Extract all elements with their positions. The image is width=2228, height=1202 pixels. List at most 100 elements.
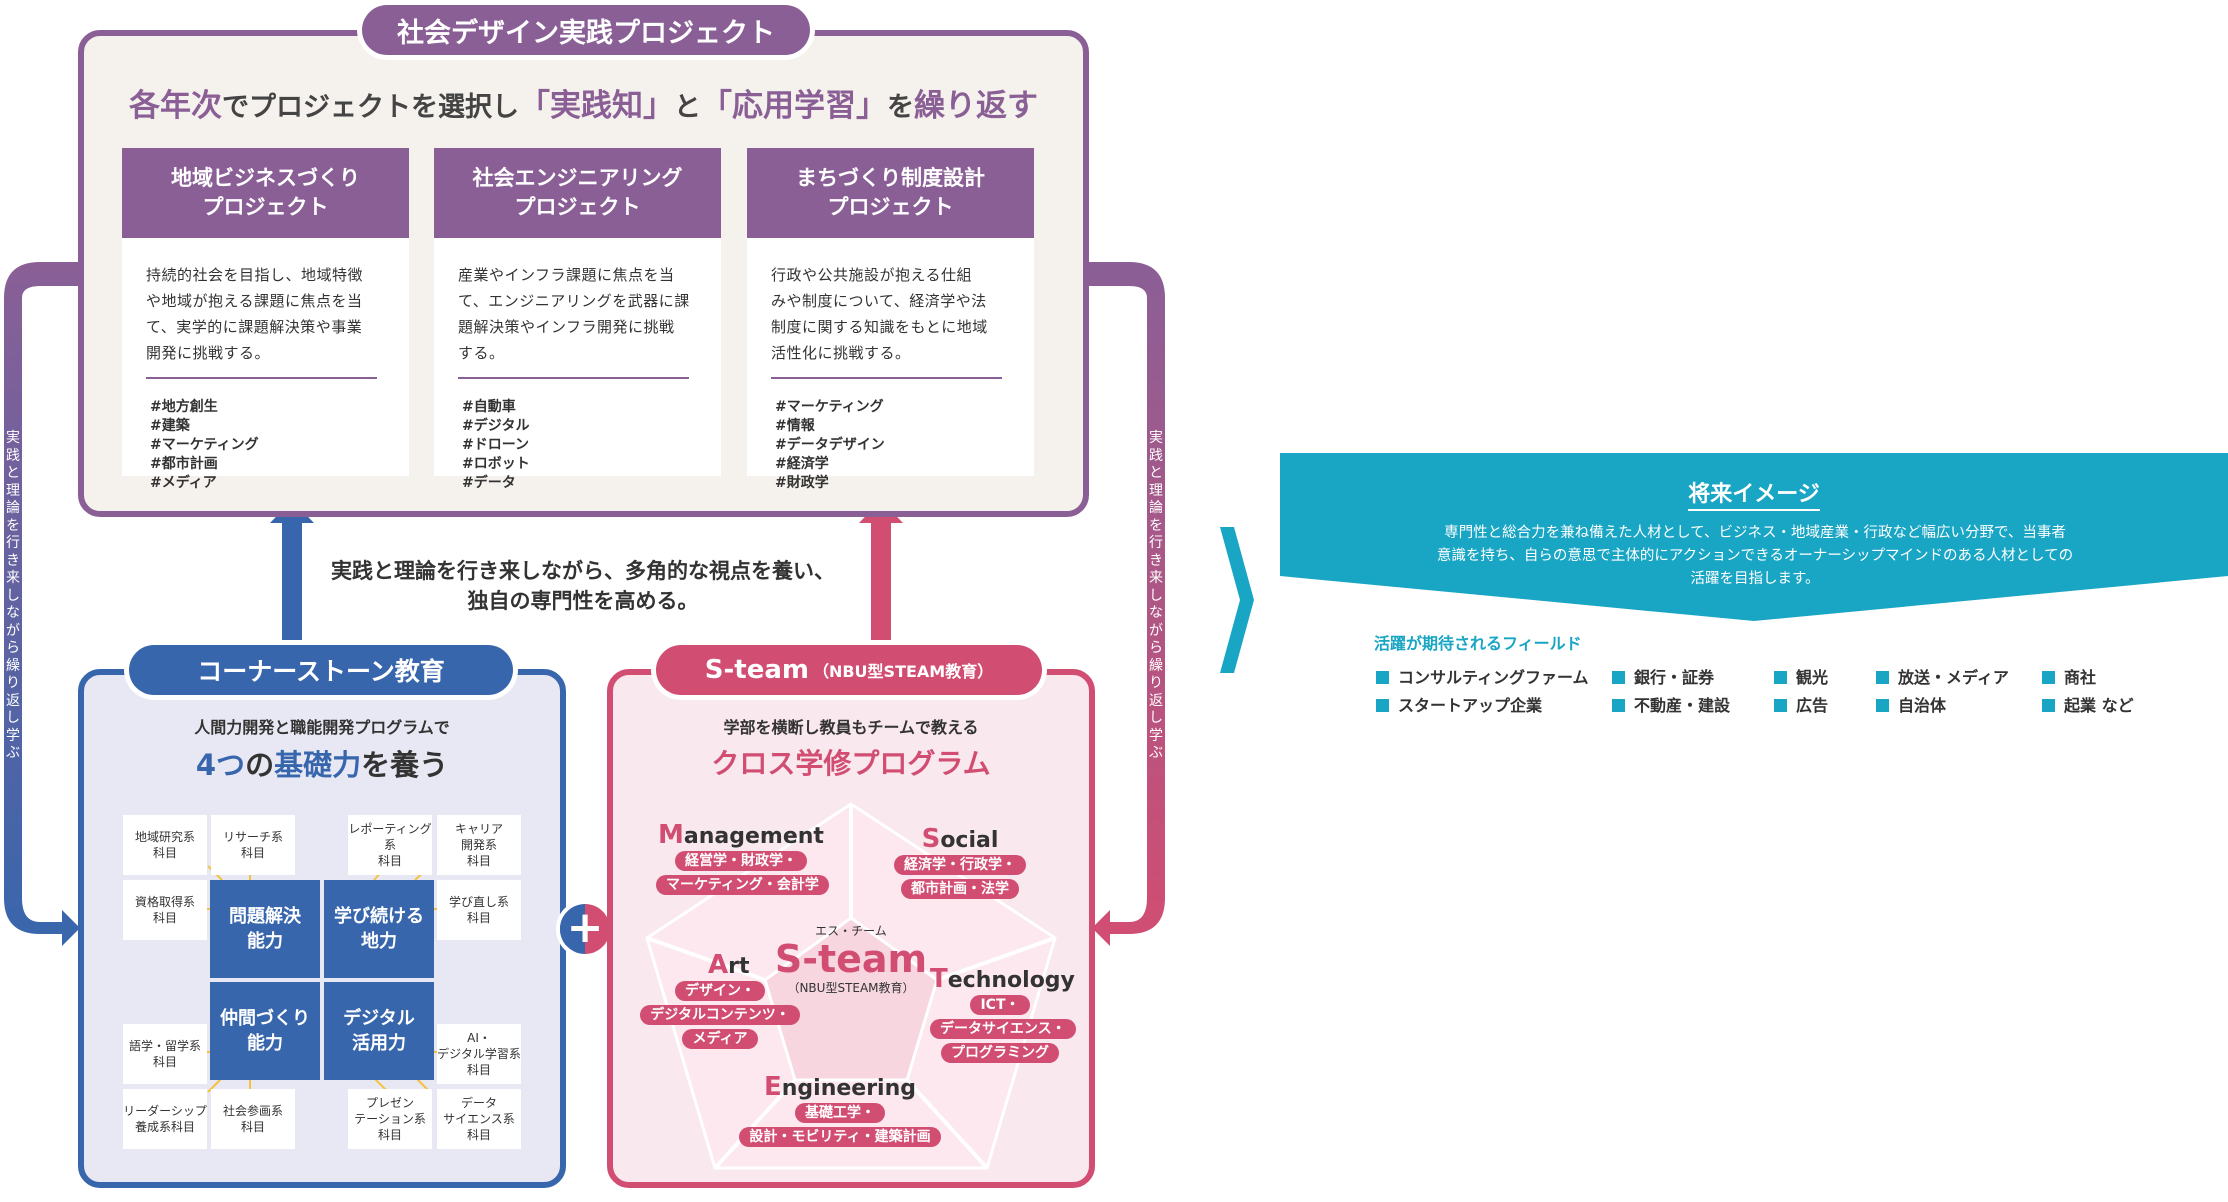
loop-label-char: ら: [6, 640, 20, 656]
subject-research: リサーチ系科目: [211, 815, 295, 875]
teal-chevron-arrow: [1220, 527, 1254, 673]
divider: [458, 377, 689, 379]
core-continuous-learning: 学び続ける地力: [324, 880, 434, 978]
project-card-social-engineering: 社会エンジニアリングプロジェクト 産業やインフラ課題に焦点を当て、エンジニアリン…: [434, 148, 721, 491]
project-card-title: まちづくり制度設計プロジェクト: [747, 148, 1034, 238]
left-loop-label: 実践と理論を行き来しながら繰り返し学ぶ: [3, 430, 23, 763]
loop-label-char: 行: [6, 535, 20, 551]
loop-label-char: し: [6, 587, 20, 604]
loop-label-char: 実: [1149, 430, 1163, 446]
loop-label-char: 論: [1149, 500, 1163, 516]
subject-regional-research: 地域研究系科目: [123, 815, 207, 875]
square-bullet-icon: [1876, 671, 1889, 684]
subject-presentation: プレゼンテーション系科目: [348, 1089, 432, 1149]
expected-fields-col-1: コンサルティングファーム スタートアップ企業: [1376, 664, 1589, 716]
social-design-title: 社会デザイン実践プロジェクト: [362, 5, 810, 55]
loop-label-char: な: [1149, 605, 1163, 621]
loop-label-char: き: [6, 552, 20, 569]
project-card-tags: #地方創生#建築#マーケティング#都市計画#メディア: [150, 399, 259, 491]
loop-label-char: し: [6, 710, 20, 726]
project-card-regional-business: 地域ビジネスづくりプロジェクト 持続的社会を目指し、地域特徴や地域が抱える課題に…: [122, 148, 409, 491]
steam-field-management: Management 経営学・財政学・ マーケティング・会計学: [656, 820, 829, 895]
project-card-description: 行政や公共施設が抱える仕組みや制度について、経済学や法制度に関する知識をもとに地…: [771, 266, 988, 362]
square-bullet-icon: [1612, 699, 1625, 712]
steam-field-social: Social 経済学・行政学・ 都市計画・法学: [890, 824, 1030, 899]
loop-label-char: 理: [6, 482, 20, 499]
expected-fields-col-5: 商社 起業 など: [2042, 664, 2134, 716]
project-card-description: 産業やインフラ課題に焦点を当て、エンジニアリングを武器に課題解決策やインフラ開発…: [458, 266, 690, 362]
loop-label-char: り: [6, 675, 20, 691]
project-card-title: 社会エンジニアリングプロジェクト: [434, 148, 721, 238]
project-card-description: 持続的社会を目指し、地域特徴や地域が抱える課題に焦点を当て、実学的に課題解決策や…: [146, 266, 364, 362]
steam-center: エス・チーム S-team （NBU型STEAM教育）: [774, 924, 928, 995]
subject-leadership: リーダーシップ養成系科目: [123, 1089, 207, 1149]
loop-label-char: 返: [6, 692, 20, 709]
plus-icon: +: [560, 904, 610, 954]
loop-label-char: ぶ: [6, 745, 20, 761]
project-card-town-planning: まちづくり制度設計プロジェクト 行政や公共施設が抱える仕組みや制度について、経済…: [747, 148, 1034, 491]
loop-label-char: 返: [1149, 692, 1163, 709]
loop-label-char: り: [1149, 675, 1163, 691]
blue-up-arrow: [270, 500, 314, 650]
left-loop-band: [4, 262, 80, 946]
steam-title: S-team（NBU型STEAM教育）: [656, 645, 1042, 695]
core-problem-solving: 問題解決能力: [210, 880, 320, 978]
square-bullet-icon: [2042, 671, 2055, 684]
loop-label-char: を: [6, 517, 20, 534]
project-card-tags: #自動車#デジタル#ドローン#ロボット#データ: [462, 399, 530, 491]
loop-label-char: が: [6, 622, 20, 639]
loop-label-char: 理: [1149, 482, 1163, 499]
subject-data-science: データサイエンス系科目: [437, 1089, 521, 1149]
loop-label-char: 学: [6, 727, 20, 744]
future-image-description: 専門性と総合力を兼ね備えた人材として、ビジネス・地域産業・行政など幅広い分野で、…: [1436, 525, 2074, 587]
subject-ai-digital: AI・デジタル学習系科目: [437, 1024, 521, 1084]
loop-label-char: ぶ: [1149, 745, 1163, 761]
subject-relearning: 学び直し系科目: [437, 880, 521, 940]
loop-label-char: 繰: [6, 657, 20, 674]
social-design-headline: 各年次でプロジェクトを選択し「実践知」と「応用学習」を繰り返す: [129, 88, 1038, 124]
loop-label-char: と: [1149, 465, 1163, 481]
subject-career: キャリア開発系科目: [437, 815, 521, 875]
loop-label-char: 践: [6, 447, 20, 464]
cornerstone-title: コーナーストーン教育: [129, 645, 513, 695]
loop-label-char: が: [1149, 622, 1163, 639]
divider: [146, 377, 377, 379]
expected-fields-col-3: 観光 広告: [1774, 664, 1828, 716]
loop-label-char: し: [1149, 710, 1163, 726]
core-digital-utilization: デジタル活用力: [324, 982, 434, 1080]
loop-label-char: な: [6, 605, 20, 621]
cornerstone-subtitle: 人間力開発と職能開発プログラムで: [194, 718, 450, 737]
loop-label-char: 来: [6, 570, 20, 586]
future-image-title: 将来イメージ: [1280, 476, 2228, 511]
steam-field-engineering: Engineering 基礎工学・ 設計・モビリティ・建築計画: [730, 1072, 950, 1147]
loop-label-char: 学: [1149, 727, 1163, 744]
subject-social-participation: 社会参画系科目: [211, 1089, 295, 1149]
square-bullet-icon: [1612, 671, 1625, 684]
divider: [771, 377, 1002, 379]
loop-label-char: き: [1149, 552, 1163, 569]
square-bullet-icon: [1376, 671, 1389, 684]
square-bullet-icon: [1774, 671, 1787, 684]
project-card-title: 地域ビジネスづくりプロジェクト: [122, 148, 409, 238]
expected-fields-col-4: 放送・メディア 自治体: [1876, 664, 2009, 716]
right-loop-band: [1089, 262, 1165, 946]
future-banner-shape: [1280, 453, 2228, 621]
core-teambuilding: 仲間づくり能力: [210, 982, 320, 1080]
square-bullet-icon: [1376, 699, 1389, 712]
loop-label-char: し: [1149, 587, 1163, 604]
steam-subtitle: 学部を横断し教員もチームで教える: [723, 718, 979, 737]
square-bullet-icon: [2042, 699, 2055, 712]
expected-fields-heading: 活躍が期待されるフィールド: [1374, 634, 1582, 653]
loop-label-char: 繰: [1149, 657, 1163, 674]
loop-label-char: ら: [1149, 640, 1163, 656]
steam-headline: クロス学修プログラム: [711, 747, 991, 780]
subject-certification: 資格取得系科目: [123, 880, 207, 940]
loop-label-char: 来: [1149, 570, 1163, 586]
loop-label-char: 論: [6, 500, 20, 516]
expected-fields-col-2: 銀行・証券 不動産・建設: [1612, 664, 1730, 716]
steam-field-art: Art デザイン・ デジタルコンテンツ・ メディア: [640, 950, 800, 1049]
subject-language: 語学・留学系科目: [123, 1024, 207, 1084]
pink-up-arrow: [859, 500, 903, 650]
loop-label-char: 実: [6, 430, 20, 446]
